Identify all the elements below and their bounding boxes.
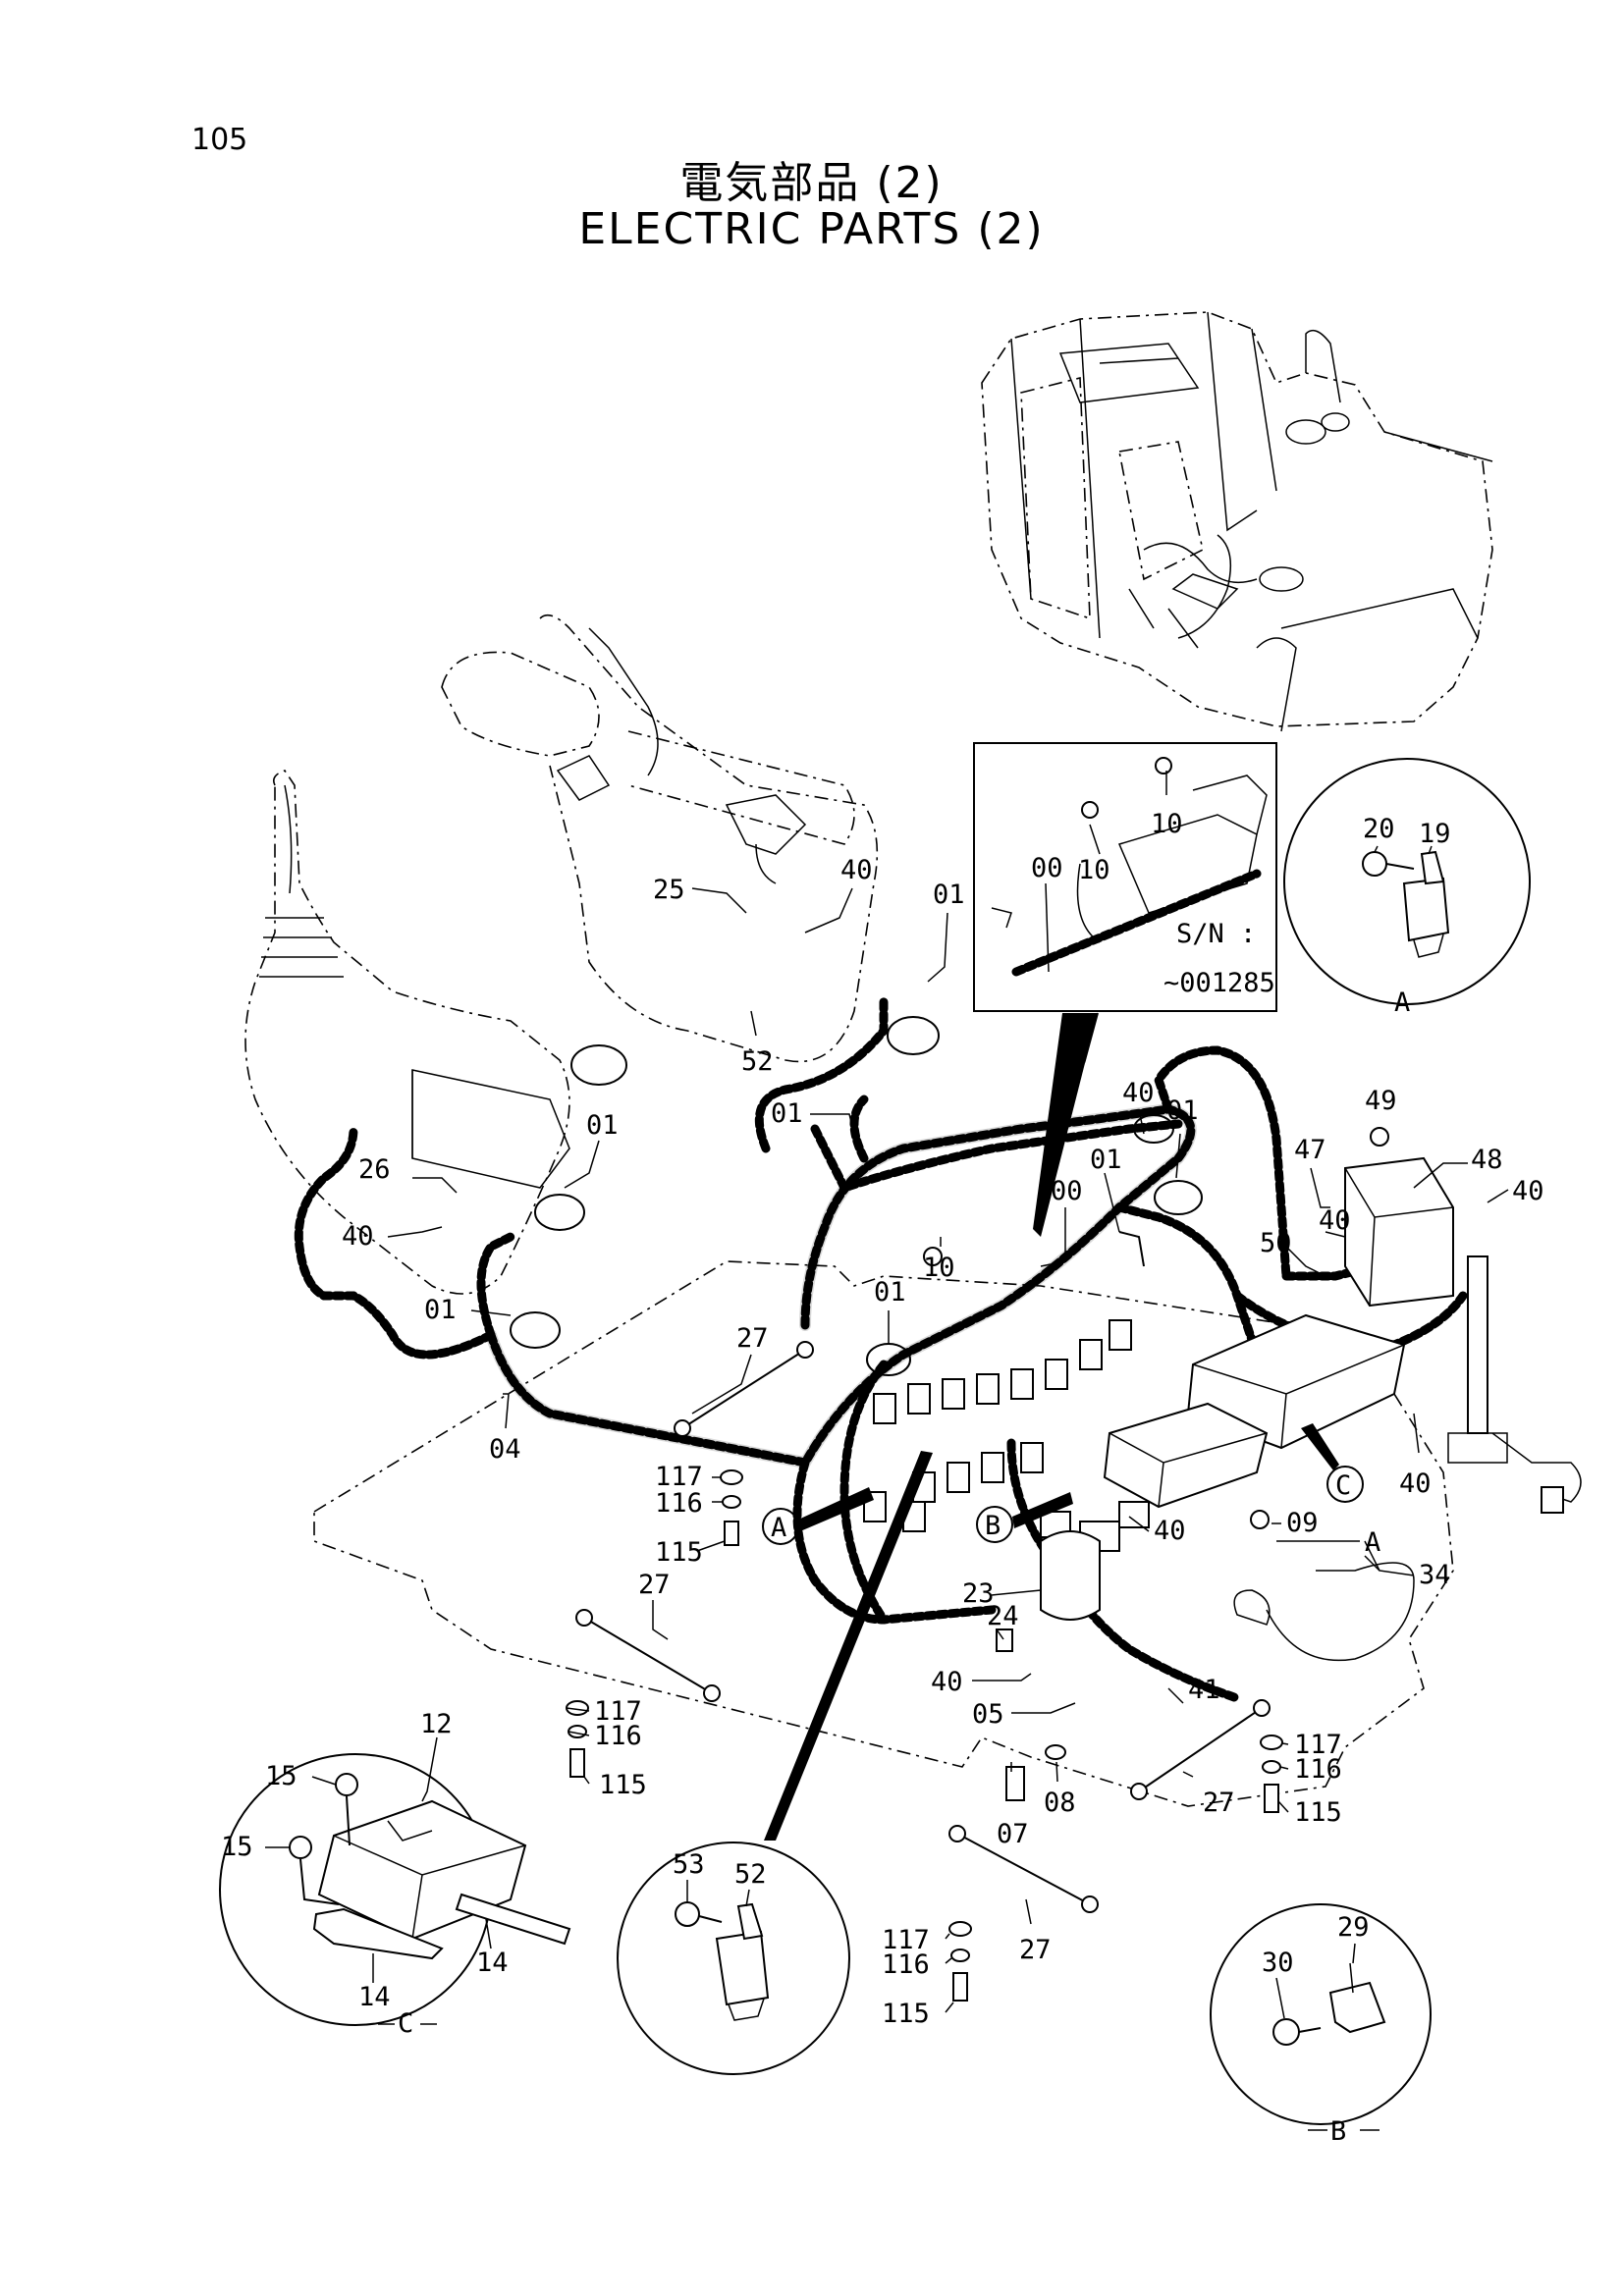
callout-label: 25: [653, 875, 685, 905]
callout-label: 01: [874, 1277, 906, 1308]
callout-label: 10: [1151, 809, 1183, 839]
callout-leader-lines: [265, 771, 1509, 2019]
callout-label: 10: [1078, 855, 1110, 885]
callout-label: 50: [1260, 1228, 1292, 1258]
callout-label: 40: [342, 1221, 374, 1252]
callout-label: 23: [962, 1578, 995, 1609]
detail-view-relay: [617, 1842, 850, 2075]
callout-label: 14: [358, 1982, 391, 2012]
callout-label: 30: [1262, 1948, 1294, 1978]
callout-label: 40: [840, 855, 873, 885]
callout-label: 26: [358, 1154, 391, 1185]
callout-label: 00: [1031, 853, 1063, 883]
callout-label: 40: [1122, 1078, 1155, 1108]
detail-a-caption: A: [1394, 988, 1410, 1018]
callout-label: 115: [1294, 1797, 1342, 1828]
serial-number-inset: S/N : ~001285: [973, 742, 1277, 1012]
callout-label: 15: [221, 1832, 253, 1862]
floor-plate-outline: [313, 1260, 1454, 1807]
callout-label: 00: [1051, 1176, 1083, 1206]
callout-label: 09: [1286, 1508, 1319, 1538]
callout-label: 40: [931, 1667, 963, 1697]
callout-label: 01: [1090, 1145, 1122, 1175]
harness-clamps: [510, 1016, 1203, 1376]
callout-label: 116: [594, 1721, 642, 1751]
fastener-stacks: [566, 1127, 1389, 2002]
callout-label: 116: [655, 1488, 703, 1519]
floor-straps: [575, 1341, 1271, 1913]
callout-label: 01: [771, 1098, 803, 1129]
callout-label: 115: [599, 1770, 647, 1800]
callout-label: 27: [1203, 1788, 1235, 1818]
callout-label: 07: [997, 1819, 1029, 1849]
callout-label: 19: [1419, 819, 1451, 849]
callout-label: 27: [736, 1323, 769, 1354]
callout-label: 117: [1294, 1730, 1342, 1760]
view-marker-a: A: [771, 1513, 786, 1543]
view-marker-c: C: [1335, 1470, 1351, 1501]
view-marker-b: B: [985, 1511, 1001, 1541]
branch-harness-left: [294, 996, 889, 1360]
callout-label: 14: [476, 1948, 509, 1978]
controller-components: [1040, 1156, 1582, 1662]
page-title-japanese: 電気部品 (2): [679, 158, 944, 208]
callout-label: 01: [1166, 1095, 1199, 1126]
callout-label: 53: [673, 1849, 705, 1880]
callout-label: 34: [1419, 1560, 1451, 1590]
callout-label: A: [1365, 1527, 1380, 1558]
callout-label: 40: [1319, 1205, 1351, 1236]
callout-label: 115: [882, 1999, 930, 2029]
callout-label: 08: [1044, 1788, 1076, 1818]
detail-view-a: [1283, 758, 1531, 1005]
callout-label: 48: [1471, 1145, 1503, 1175]
callout-label: 41: [1188, 1675, 1220, 1705]
callout-label: 20: [1363, 814, 1395, 844]
callout-label: 24: [987, 1601, 1019, 1631]
callout-label: 05: [972, 1699, 1004, 1730]
callout-label: 40: [1512, 1176, 1544, 1206]
detail-view-b: [1210, 1903, 1432, 2125]
callout-label: 01: [933, 880, 965, 910]
view-reference-markers: A B C A B C: [378, 988, 1410, 2147]
detail-c-caption: C: [398, 2008, 413, 2039]
serial-label-line1: S/N :: [1176, 919, 1256, 949]
callout-label: 117: [655, 1462, 703, 1492]
callout-label: 116: [882, 1949, 930, 1980]
callout-label: 27: [1019, 1935, 1052, 1965]
callout-label: 12: [420, 1709, 453, 1739]
callout-label: 52: [734, 1859, 767, 1890]
callout-label: 27: [638, 1570, 671, 1600]
seat-and-lever-console-illustration: [244, 614, 879, 1295]
serial-label-line2: ~001285: [1163, 968, 1275, 998]
callout-label: 04: [489, 1434, 521, 1465]
relay-pointer-arrow: [764, 1451, 933, 1841]
callout-label: 117: [882, 1925, 930, 1955]
callout-label: 01: [586, 1110, 619, 1141]
detail-view-c: [219, 1753, 571, 2026]
callout-label: 10: [923, 1253, 955, 1283]
main-wire-harness: [476, 1045, 1468, 1703]
callout-label: 40: [1399, 1468, 1432, 1499]
callout-label: 116: [1294, 1754, 1342, 1785]
page-number: 105: [191, 123, 248, 157]
callout-label: 47: [1294, 1135, 1326, 1165]
callout-label: 40: [1154, 1516, 1186, 1546]
callout-label: 115: [655, 1537, 703, 1568]
callout-label: 15: [265, 1761, 298, 1791]
detail-b-caption: B: [1330, 2116, 1346, 2147]
callout-label: 49: [1365, 1086, 1397, 1116]
callout-label: 29: [1337, 1912, 1370, 1943]
excavator-overview-illustration: [981, 311, 1493, 732]
callout-label: 52: [741, 1046, 774, 1077]
callout-labels: 25 40 01 52 01 40 01 00 01 10 01 26 40 0…: [221, 809, 1544, 2029]
callout-label: 01: [424, 1295, 457, 1325]
inset-pointer-arrow: [1033, 1013, 1098, 1237]
callout-label: 117: [594, 1696, 642, 1727]
page-title-english: ELECTRIC PARTS (2): [578, 204, 1045, 254]
